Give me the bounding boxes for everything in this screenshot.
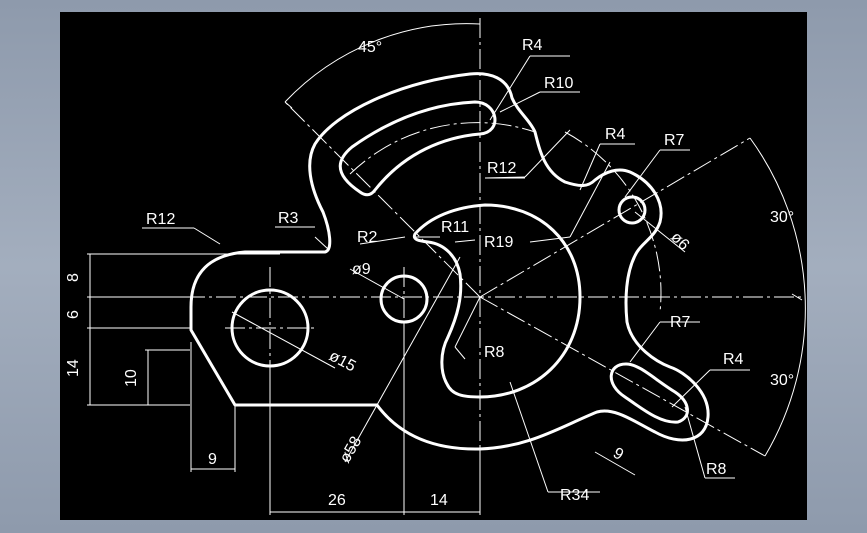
arc-slot — [338, 100, 497, 197]
leader-r7-top — [624, 149, 661, 198]
cad-drawing-canvas: 45° 30° 30° R4 R10 R4 R7 R12 R12 R3 R2 R… — [60, 12, 807, 520]
dim-label-14: 14 — [65, 359, 82, 377]
radius-label-r10: R10 — [544, 75, 573, 92]
center-lines — [185, 18, 802, 512]
leader-r7-right — [629, 321, 661, 363]
radius-label-r11: R11 — [441, 219, 469, 236]
leader-r12-left — [193, 227, 221, 245]
leader-r4-top — [489, 55, 531, 121]
leader-d9 — [349, 268, 405, 300]
dim-label-8: 8 — [65, 273, 82, 282]
radius-label-r34: R34 — [560, 487, 589, 504]
radius-label-r4-top: R4 — [522, 37, 543, 54]
radius-label-r7-right: R7 — [670, 314, 691, 331]
leader-r34 — [509, 381, 549, 493]
radius-label-r4-mid: R4 — [605, 126, 626, 143]
arc-slot-center-arc — [349, 122, 536, 175]
dim-arc-tick — [791, 293, 803, 301]
radius-label-r7-top: R7 — [664, 132, 685, 149]
leader-r10 — [499, 91, 541, 113]
leader-r8-center — [454, 296, 481, 348]
diameter-label-d6: ø6 — [667, 229, 692, 254]
angle-label-45: 45° — [358, 39, 382, 56]
leader-r3 — [314, 236, 329, 250]
leader-d58 — [344, 256, 461, 463]
cad-drawing: 45° 30° 30° R4 R10 R4 R7 R12 R12 R3 R2 R… — [65, 18, 806, 515]
leader-r4-right — [671, 369, 711, 408]
dim-label-26: 26 — [328, 492, 346, 509]
right-slot — [609, 362, 689, 424]
radius-label-r12-inner: R12 — [487, 160, 516, 177]
leader-r11-diag — [454, 239, 476, 243]
hole-d6 — [617, 195, 647, 225]
part-outline — [189, 72, 710, 451]
leader-r19 — [529, 236, 571, 243]
leader-r4-mid — [579, 143, 601, 191]
bolt-circle-arc — [564, 131, 662, 313]
radius-label-r3: R3 — [278, 210, 299, 227]
radius-label-r2: R2 — [357, 229, 378, 246]
dim-label-14-bottom: 14 — [430, 492, 448, 509]
dim-arc-30deg — [749, 137, 806, 457]
diagonal-center-line-30deg — [479, 137, 751, 298]
dim-label-slot-9: 9 — [610, 445, 626, 464]
diagonal-center-line-minus30deg — [479, 296, 766, 457]
leader-r8-right — [684, 406, 706, 479]
diameter-label-d58: ø58 — [337, 434, 366, 466]
radius-label-r8-right: R8 — [706, 461, 727, 478]
diagonal-center-line-45deg — [284, 101, 481, 298]
angle-label-30-upper: 30° — [770, 209, 794, 226]
leader-r8-shelf — [454, 346, 466, 360]
inner-cutout — [412, 203, 582, 399]
dim-line-slot-9 — [594, 451, 636, 476]
leader-d6 — [634, 211, 686, 253]
diameter-label-d9: ø9 — [352, 261, 371, 278]
diameter-label-d15: ø15 — [326, 348, 358, 376]
angle-label-30-lower: 30° — [770, 372, 794, 389]
leader-d15 — [231, 311, 336, 369]
leader-r19-diag — [569, 161, 611, 238]
dim-label-9-bottom: 9 — [208, 451, 217, 468]
ext-45deg-left — [284, 101, 293, 109]
radius-label-r4-right: R4 — [723, 351, 744, 368]
dim-arc-45deg — [284, 23, 481, 103]
dim-label-10: 10 — [123, 369, 140, 387]
outer-contour — [189, 72, 710, 451]
leader-r12-inner-diag — [524, 129, 571, 178]
radius-label-r8-center: R8 — [484, 344, 505, 361]
radius-label-r12-left: R12 — [146, 211, 175, 228]
radius-label-r19: R19 — [484, 234, 513, 251]
dim-label-6: 6 — [65, 310, 82, 319]
dimension-lines — [87, 23, 806, 515]
leader-r2 — [359, 236, 406, 245]
